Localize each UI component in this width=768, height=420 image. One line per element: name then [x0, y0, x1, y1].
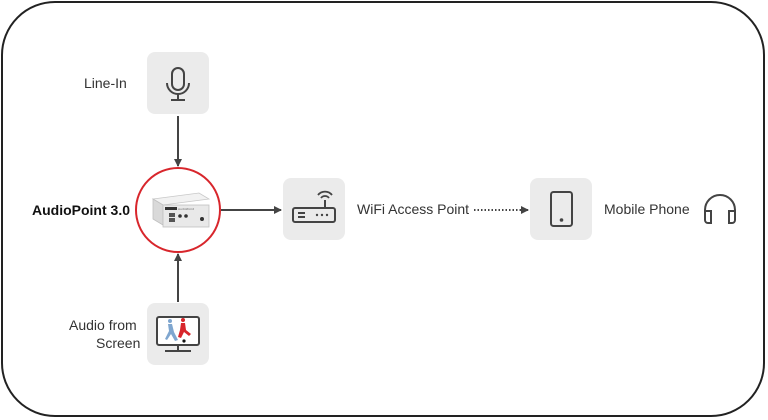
player-red — [178, 318, 191, 338]
microphone-icon — [166, 67, 190, 101]
line-in-label: Line-In — [84, 75, 127, 91]
line-in-node — [147, 52, 209, 114]
phone-node — [530, 178, 592, 240]
audiopoint-node: AudioPoint — [135, 167, 221, 253]
screen-label-line1: Audio from — [69, 317, 137, 333]
smartphone-icon — [550, 191, 573, 227]
player-blue — [165, 319, 178, 341]
headphones-icon — [704, 194, 736, 224]
screen-node — [147, 303, 209, 365]
router-icon — [292, 190, 336, 223]
device-brand: AudioPoint — [178, 207, 195, 211]
phone-label: Mobile Phone — [604, 201, 690, 217]
wifi-node — [283, 178, 345, 240]
audiopoint-device-image: AudioPoint — [151, 192, 211, 228]
audiopoint-label: AudioPoint 3.0 — [32, 202, 130, 218]
wifi-label: WiFi Access Point — [357, 201, 470, 217]
tv-screen-icon — [156, 316, 200, 352]
screen-label-line2: Screen — [96, 335, 141, 351]
